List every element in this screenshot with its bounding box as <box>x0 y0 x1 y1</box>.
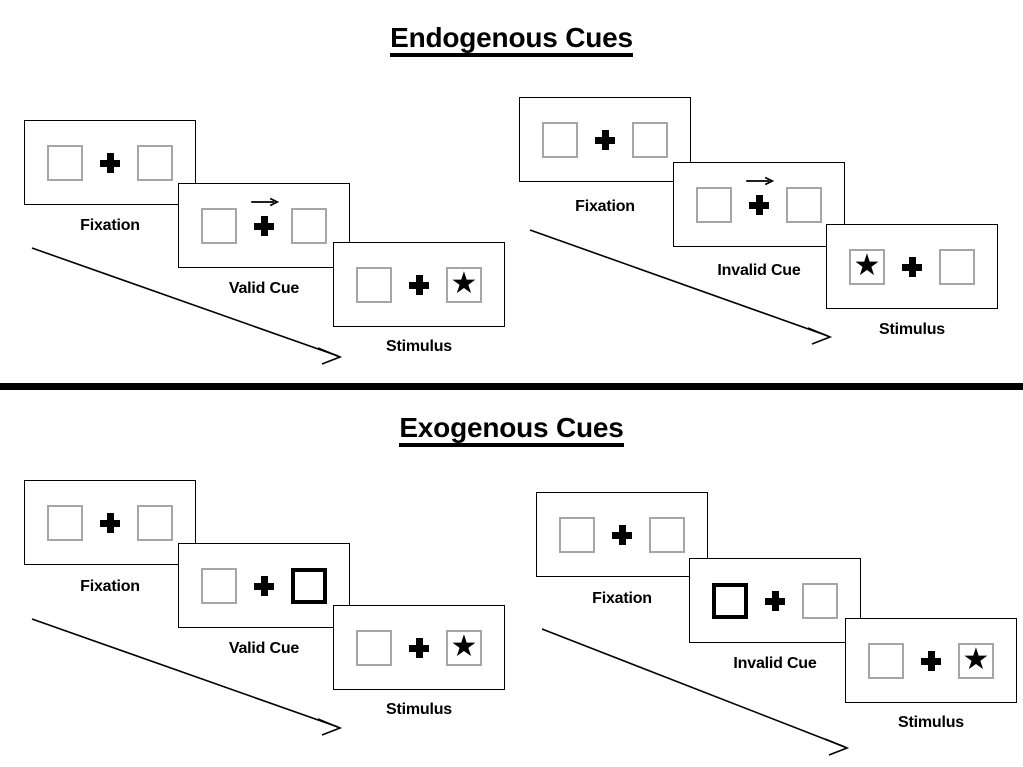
section-divider <box>0 383 1023 390</box>
plus-sign-icon <box>749 194 769 215</box>
stim-box-left <box>542 121 578 158</box>
panel-endogenous-valid-cue[interactable] <box>178 183 350 268</box>
stim-box-right <box>649 516 685 553</box>
fixation-cross-wrap <box>899 247 925 287</box>
stim-box-right-cued <box>291 567 327 604</box>
caption-endogenous-invalid-stimulus: Stimulus <box>879 321 945 338</box>
section-exogenous: Exogenous Cues Fixation Valid Cue <box>0 390 1023 767</box>
stim-box-right <box>137 504 173 541</box>
plus-sign-icon <box>921 650 941 671</box>
caption-endogenous-valid-stimulus: Stimulus <box>386 338 452 355</box>
caption-endogenous-valid-cue: Valid Cue <box>228 280 300 297</box>
plus-sign-icon <box>612 524 632 545</box>
plus-sign-icon <box>100 152 120 173</box>
panel-exogenous-invalid-stimulus[interactable]: ★ <box>845 618 1017 703</box>
caption-exogenous-valid-cue: Valid Cue <box>228 640 300 657</box>
plus-sign-icon <box>409 637 429 658</box>
plus-sign-icon <box>409 274 429 295</box>
caption-endogenous-invalid-cue: Invalid Cue <box>717 262 801 279</box>
plus-sign-icon <box>254 575 274 596</box>
stim-box-left <box>559 516 595 553</box>
stim-box-left <box>868 642 904 679</box>
panel-endogenous-valid-stimulus[interactable]: ★ <box>333 242 505 327</box>
fixation-cross-wrap <box>251 566 277 606</box>
panel-endogenous-invalid-cue[interactable] <box>673 162 845 247</box>
fixation-cross-wrap <box>762 581 788 621</box>
panel-exogenous-valid-cue[interactable] <box>178 543 350 628</box>
endogenous-title-text: Endogenous Cues <box>390 23 633 58</box>
plus-sign-icon <box>765 590 785 611</box>
stim-box-right <box>137 144 173 181</box>
caption-exogenous-invalid-cue: Invalid Cue <box>733 655 817 672</box>
panel-endogenous-valid-fixation[interactable] <box>24 120 196 205</box>
panel-exogenous-valid-fixation[interactable] <box>24 480 196 565</box>
plus-sign-icon <box>100 512 120 533</box>
stim-box-left <box>47 144 83 181</box>
stim-box-left <box>696 186 732 223</box>
stim-box-left <box>201 207 237 244</box>
fixation-cross-wrap <box>406 265 432 305</box>
panel-exogenous-invalid-fixation[interactable] <box>536 492 708 577</box>
star-icon: ★ <box>450 266 478 300</box>
endogenous-title: Endogenous Cues <box>0 22 1023 58</box>
exogenous-title: Exogenous Cues <box>0 412 1023 448</box>
caption-exogenous-valid-fixation: Fixation <box>80 578 140 595</box>
exogenous-valid-sequence-arrow <box>30 615 350 736</box>
stim-box-left <box>201 567 237 604</box>
stim-box-right <box>802 582 838 619</box>
caption-exogenous-valid-stimulus: Stimulus <box>386 701 452 718</box>
panel-endogenous-invalid-fixation[interactable] <box>519 97 691 182</box>
panel-exogenous-invalid-cue[interactable] <box>689 558 861 643</box>
fixation-cross-wrap <box>406 628 432 668</box>
fixation-cross-wrap <box>746 176 775 225</box>
plus-sign-icon <box>595 129 615 150</box>
right-arrow-icon <box>745 176 775 186</box>
exogenous-invalid-sequence-arrow <box>540 625 860 756</box>
caption-exogenous-invalid-stimulus: Stimulus <box>898 714 964 731</box>
panel-endogenous-invalid-stimulus[interactable]: ★ <box>826 224 998 309</box>
stim-box-left-cued <box>712 582 748 619</box>
fixation-cross-wrap <box>918 641 944 681</box>
stim-box-left <box>356 266 392 303</box>
fixation-cross-wrap <box>609 515 635 555</box>
star-icon: ★ <box>962 642 990 676</box>
stim-box-right <box>939 248 975 285</box>
caption-exogenous-invalid-fixation: Fixation <box>592 590 652 607</box>
fixation-cross-wrap <box>97 143 123 183</box>
star-icon: ★ <box>853 248 881 282</box>
panel-exogenous-valid-stimulus[interactable]: ★ <box>333 605 505 690</box>
caption-endogenous-invalid-fixation: Fixation <box>575 198 635 215</box>
stim-box-right: ★ <box>446 629 482 666</box>
stim-box-right: ★ <box>446 266 482 303</box>
stim-box-right <box>786 186 822 223</box>
fixation-cross-wrap <box>251 197 280 246</box>
stim-box-right <box>632 121 668 158</box>
stim-box-left <box>356 629 392 666</box>
plus-sign-icon <box>254 215 274 236</box>
exogenous-title-text: Exogenous Cues <box>399 413 624 448</box>
plus-sign-icon <box>902 256 922 277</box>
fixation-cross-wrap <box>592 120 618 160</box>
stim-box-right <box>291 207 327 244</box>
stim-box-left <box>47 504 83 541</box>
fixation-cross-wrap <box>97 503 123 543</box>
right-arrow-icon <box>250 197 280 207</box>
star-icon: ★ <box>450 629 478 663</box>
section-endogenous: Endogenous Cues Fixation <box>0 22 1023 365</box>
stim-box-left: ★ <box>849 248 885 285</box>
caption-endogenous-valid-fixation: Fixation <box>80 217 140 234</box>
stim-box-right: ★ <box>958 642 994 679</box>
